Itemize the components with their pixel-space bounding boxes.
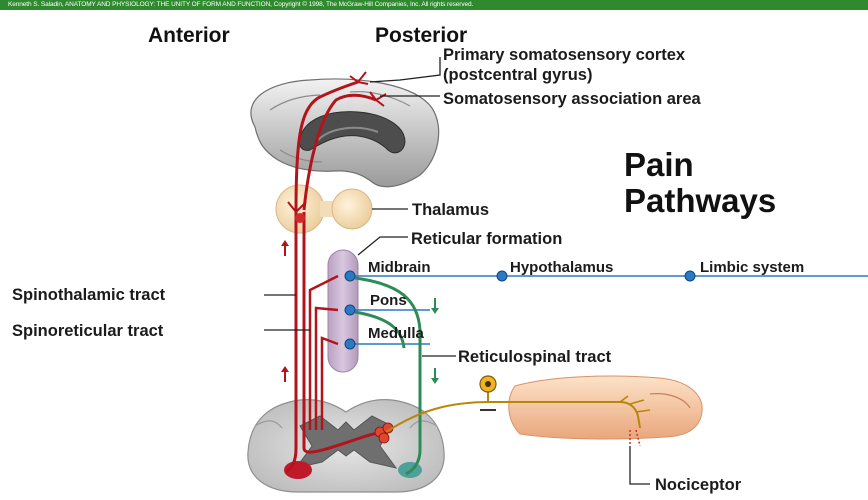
pons-label: Pons	[370, 292, 407, 309]
anterior-label: Anterior	[148, 24, 230, 47]
reticular-formation-label: Reticular formation	[411, 230, 562, 248]
association-area-label: Somatosensory association area	[443, 90, 702, 108]
reticulospinal-tract-label: Reticulospinal tract	[458, 348, 612, 366]
posterior-label: Posterior	[375, 24, 467, 47]
spinothalamic-tract-label: Spinothalamic tract	[12, 286, 166, 304]
finger-illustration	[509, 376, 702, 446]
nociceptor-label: Nociceptor	[655, 476, 742, 494]
green-arrows	[431, 298, 439, 384]
thalamus-structure	[276, 185, 372, 233]
title-line-2: Pathways	[624, 182, 776, 219]
spinal-cord-section	[248, 400, 444, 492]
spinoreticular-tract-label: Spinoreticular tract	[12, 322, 164, 340]
title-line-1: Pain	[624, 146, 694, 183]
thalamus-label: Thalamus	[412, 201, 489, 219]
red-arrows	[281, 240, 289, 382]
thalamus-synapse	[295, 213, 305, 223]
medulla-label: Medulla	[368, 325, 424, 342]
primary-cortex-label-1: Primary somatosensory cortex	[443, 46, 686, 64]
hypothalamus-label: Hypothalamus	[510, 259, 613, 276]
midbrain-label: Midbrain	[368, 259, 431, 276]
primary-cortex-label-2: (postcentral gyrus)	[443, 66, 592, 84]
limbic-system-label: Limbic system	[700, 259, 804, 276]
